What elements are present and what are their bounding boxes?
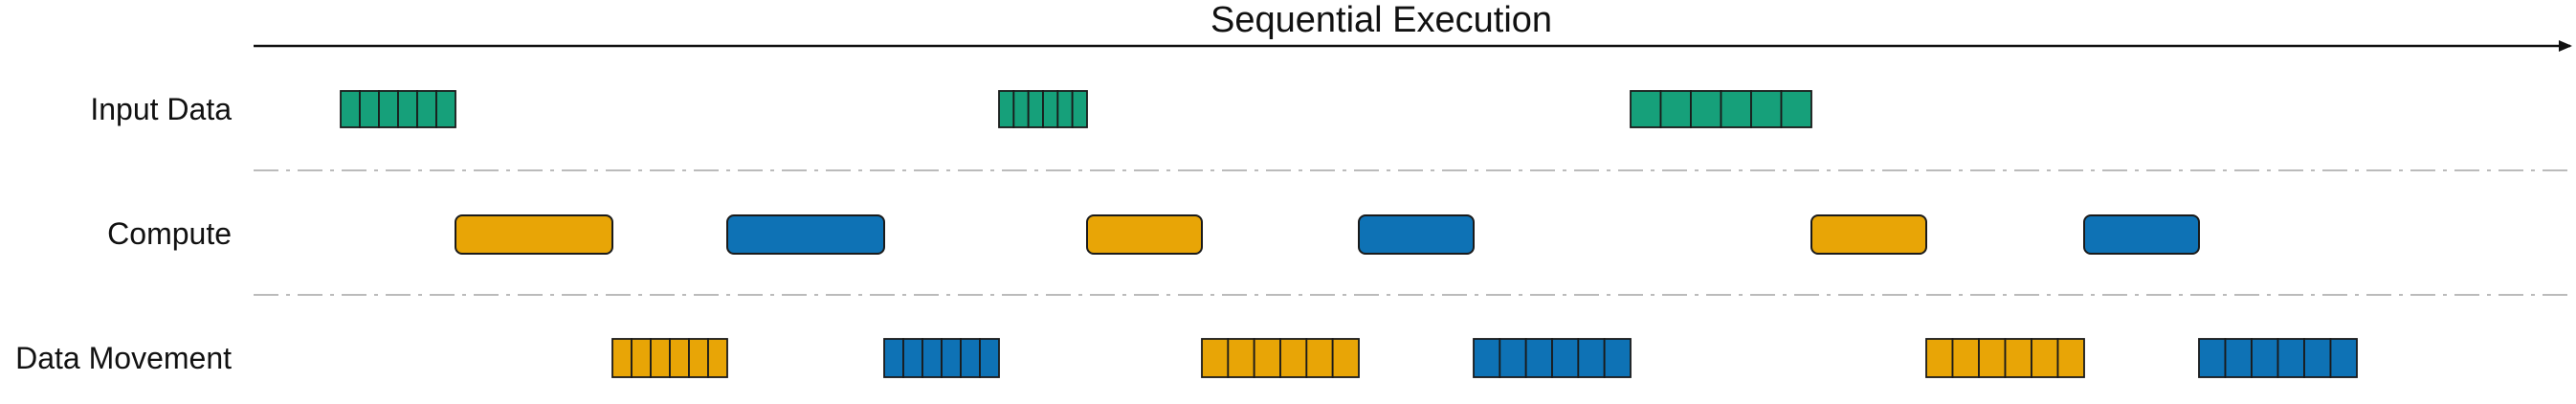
- compute-task-blue: [1358, 214, 1475, 255]
- buffer-cell: [378, 90, 399, 128]
- compute-task-orange: [1810, 214, 1927, 255]
- buffer-cell: [1027, 90, 1044, 128]
- buffer-cell: [2224, 338, 2253, 378]
- data-movement-buffer-blue: [883, 338, 1000, 378]
- buffer-cell: [2004, 338, 2032, 378]
- buffer-cell: [1524, 338, 1553, 378]
- buffer-cell: [1227, 338, 1255, 378]
- buffer-cell: [922, 338, 943, 378]
- buffer-cell: [1279, 338, 1308, 378]
- buffer-cell: [707, 338, 728, 378]
- compute-task-orange: [455, 214, 613, 255]
- row-label-data-movement: Data Movement: [15, 341, 232, 375]
- buffer-cell: [1780, 90, 1812, 128]
- buffer-cell: [1690, 90, 1722, 128]
- buffer-cell: [1951, 338, 1980, 378]
- data-movement-buffer-orange: [1201, 338, 1360, 378]
- blocks-layer: [340, 90, 2358, 378]
- buffer-cell: [960, 338, 981, 378]
- buffer-cell: [1071, 90, 1088, 128]
- buffer-cell: [1978, 338, 2007, 378]
- buffer-cell: [1577, 338, 1606, 378]
- buffer-cell: [1012, 90, 1030, 128]
- buffer-cell: [2031, 338, 2059, 378]
- buffer-cell: [1551, 338, 1580, 378]
- buffer-cell: [1331, 338, 1360, 378]
- buffer-cell: [2276, 338, 2305, 378]
- buffer-cell: [1305, 338, 1334, 378]
- buffer-cell: [941, 338, 962, 378]
- buffer-cell: [1750, 90, 1783, 128]
- buffer-cell: [1056, 90, 1074, 128]
- buffer-cell: [1925, 338, 1954, 378]
- buffer-cell: [979, 338, 1000, 378]
- buffer-cell: [998, 90, 1015, 128]
- buffer-cell: [669, 338, 690, 378]
- buffer-cell: [1201, 338, 1230, 378]
- buffer-cell: [1042, 90, 1059, 128]
- diagram-title: Sequential Execution: [1210, 0, 1553, 40]
- input-data-buffer: [1630, 90, 1812, 128]
- buffer-cell: [2329, 338, 2358, 378]
- buffer-cell: [1603, 338, 1632, 378]
- buffer-cell: [435, 90, 456, 128]
- buffer-cell: [1630, 90, 1662, 128]
- buffer-cell: [2251, 338, 2279, 378]
- data-movement-buffer-blue: [1473, 338, 1632, 378]
- buffer-cell: [1659, 90, 1692, 128]
- input-data-buffer: [998, 90, 1088, 128]
- row-label-compute: Compute: [107, 216, 232, 251]
- compute-task-blue: [2083, 214, 2200, 255]
- buffer-cell: [397, 90, 418, 128]
- compute-task-orange: [1086, 214, 1203, 255]
- compute-task-blue: [726, 214, 885, 255]
- buffer-cell: [902, 338, 923, 378]
- buffer-cell: [359, 90, 380, 128]
- buffer-cell: [631, 338, 652, 378]
- buffer-cell: [1720, 90, 1752, 128]
- data-movement-buffer-blue: [2198, 338, 2358, 378]
- buffer-cell: [688, 338, 709, 378]
- input-data-buffer: [340, 90, 456, 128]
- buffer-cell: [416, 90, 437, 128]
- buffer-cell: [340, 90, 361, 128]
- buffer-cell: [1473, 338, 1501, 378]
- buffer-cell: [1499, 338, 1527, 378]
- data-movement-buffer-orange: [611, 338, 728, 378]
- data-movement-buffer-orange: [1925, 338, 2085, 378]
- buffer-cell: [611, 338, 633, 378]
- buffer-cell: [2303, 338, 2332, 378]
- buffer-cell: [883, 338, 904, 378]
- buffer-cell: [2056, 338, 2085, 378]
- buffer-cell: [650, 338, 671, 378]
- buffer-cell: [1253, 338, 1281, 378]
- row-label-input-data: Input Data: [90, 92, 232, 126]
- buffer-cell: [2198, 338, 2227, 378]
